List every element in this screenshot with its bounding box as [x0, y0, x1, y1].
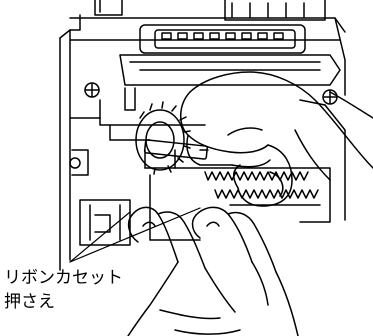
print-head-bracket	[119, 24, 341, 86]
right-hand	[143, 71, 373, 207]
callout-label-line2: 押さえ	[4, 292, 55, 312]
printer-housing	[59, 0, 346, 271]
platen-assembly	[69, 87, 346, 246]
left-hand	[127, 206, 299, 336]
callout-label-line1: リボンカセット	[4, 268, 123, 288]
callout-leader-lines	[69, 207, 201, 263]
ribbon-gear	[135, 101, 191, 175]
screw-left	[84, 82, 100, 98]
screw-right	[322, 89, 338, 105]
